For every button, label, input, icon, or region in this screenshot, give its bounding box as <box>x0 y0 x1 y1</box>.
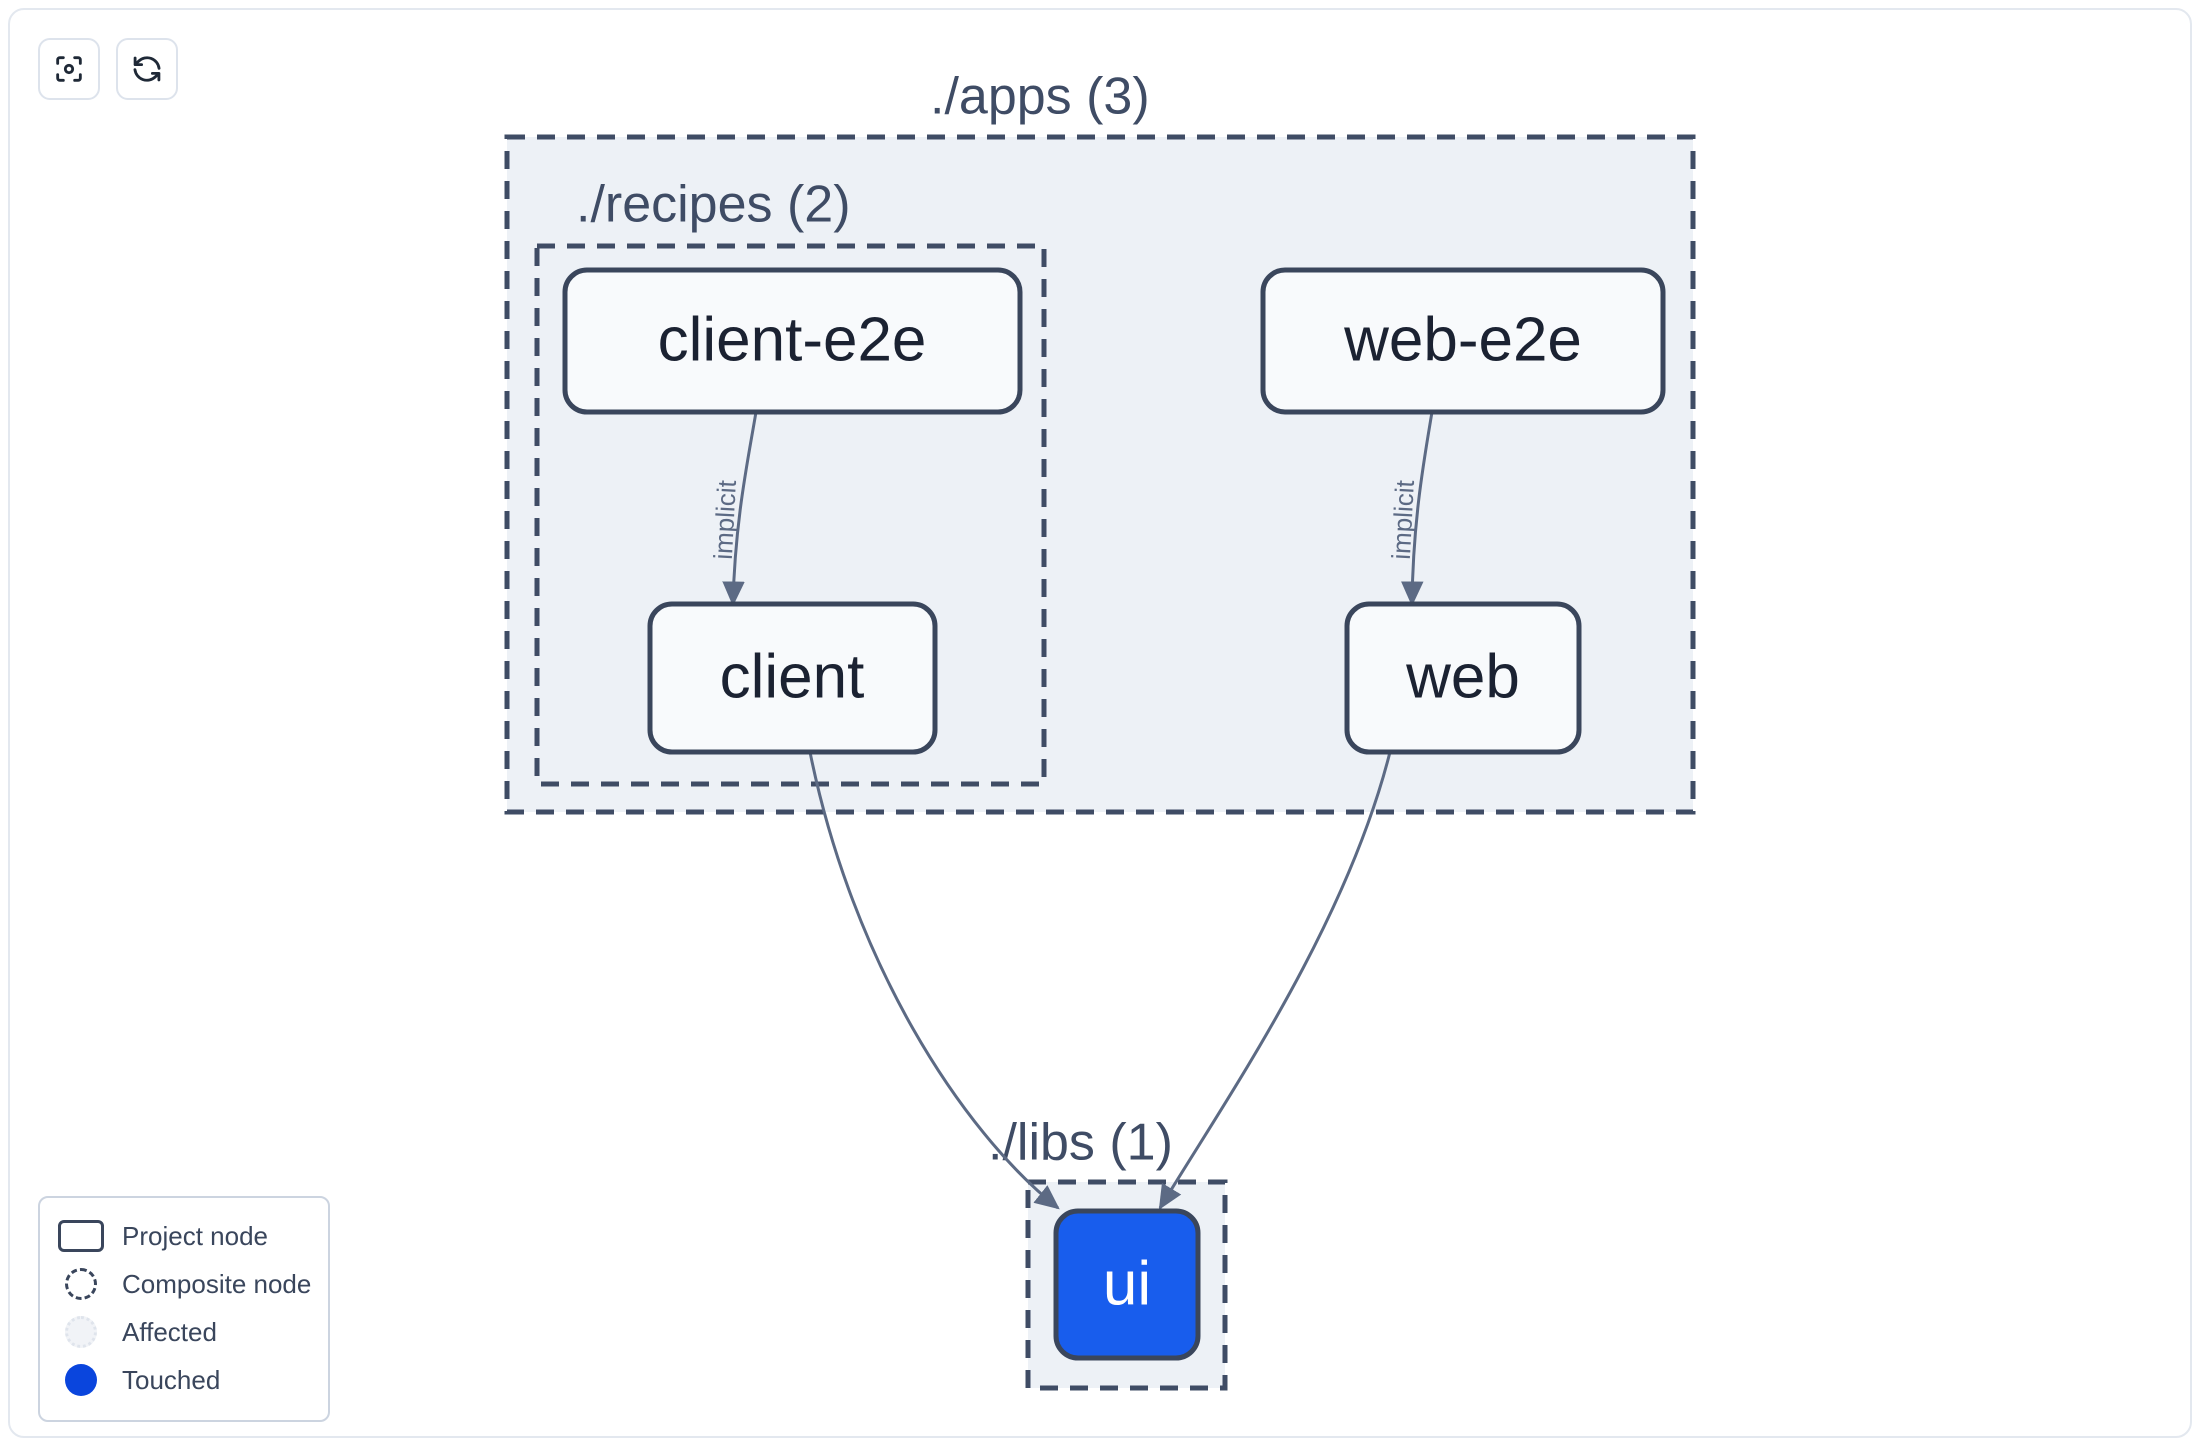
group-labels: ./apps (3) ./recipes (2) ./libs (1) <box>576 68 1173 1172</box>
graph-edges <box>722 411 1434 1210</box>
node-label-client: client <box>720 642 865 711</box>
legend-label-composite-node: Composite node <box>122 1268 312 1299</box>
node-ui[interactable]: ui <box>1053 1208 1201 1361</box>
affected-swatch <box>58 1315 104 1349</box>
edge-labels: implicit implicit <box>708 479 1420 561</box>
node-web[interactable]: web <box>1344 601 1582 755</box>
node-client-e2e[interactable]: client-e2e <box>562 267 1023 415</box>
focus-graph-button[interactable] <box>38 38 100 100</box>
legend-item-touched: Touched <box>58 1356 310 1404</box>
group-label-recipes: ./recipes (2) <box>576 176 851 234</box>
project-node-swatch <box>58 1219 104 1253</box>
node-client[interactable]: client <box>647 601 938 755</box>
edge-web-e2e-to-web[interactable] <box>1401 411 1434 607</box>
touched-swatch <box>58 1363 104 1397</box>
graph-nodes: client-e2e web-e2e client web ui <box>562 267 1666 1361</box>
legend-item-project-node: Project node <box>58 1212 310 1260</box>
edge-label-implicit-client: implicit <box>708 479 742 561</box>
node-box[interactable] <box>647 601 938 755</box>
node-box[interactable] <box>1053 1208 1201 1361</box>
composite-node-swatch <box>58 1267 104 1301</box>
edge-label-implicit-web: implicit <box>1386 479 1420 561</box>
node-box[interactable] <box>562 267 1023 415</box>
node-label-ui: ui <box>1103 1249 1151 1318</box>
node-box[interactable] <box>1260 267 1666 415</box>
focus-target-icon <box>52 52 86 86</box>
legend-label-affected: Affected <box>122 1316 217 1347</box>
edge-web-to-ui[interactable] <box>1158 751 1392 1210</box>
node-box[interactable] <box>1344 601 1582 755</box>
edge-client-to-ui[interactable] <box>808 751 1060 1210</box>
legend-label-project-node: Project node <box>122 1220 268 1251</box>
legend-label-touched: Touched <box>122 1364 221 1395</box>
legend-item-affected: Affected <box>58 1308 310 1356</box>
graph-legend: Project node Composite node Affected Tou… <box>38 1196 330 1422</box>
edge-client-e2e-to-client[interactable] <box>722 411 758 607</box>
group-label-libs: ./libs (1) <box>988 1114 1173 1172</box>
node-web-e2e[interactable]: web-e2e <box>1260 267 1666 415</box>
graph-toolbar <box>38 38 178 100</box>
node-label-web-e2e: web-e2e <box>1343 305 1582 374</box>
refresh-graph-button[interactable] <box>116 38 178 100</box>
node-label-client-e2e: client-e2e <box>658 305 927 374</box>
group-label-apps: ./apps (3) <box>930 68 1150 126</box>
refresh-sync-icon <box>130 52 164 86</box>
legend-item-composite-node: Composite node <box>58 1260 312 1308</box>
node-label-web: web <box>1405 642 1520 711</box>
